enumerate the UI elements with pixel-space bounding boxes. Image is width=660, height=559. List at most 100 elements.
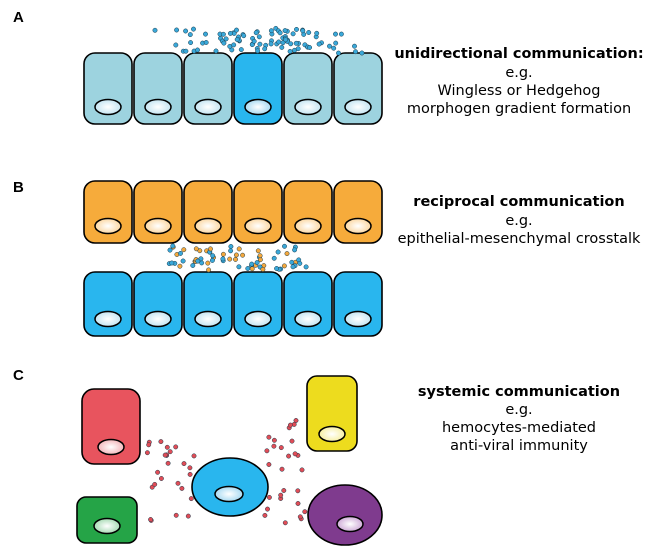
systemic-particle <box>266 494 272 500</box>
signal-particle <box>297 260 303 266</box>
caption-c-title: systemic communication <box>418 384 620 400</box>
morphogen-particle <box>174 27 180 33</box>
signal-particle <box>195 258 201 264</box>
morphogen-particle <box>359 50 365 56</box>
caption-a: unidirectional communication: e.g. Wingl… <box>394 46 643 117</box>
systemic-particle <box>173 512 179 518</box>
panel-c-red-cell <box>81 388 141 465</box>
systemic-particle <box>188 496 194 502</box>
morphogen-particle <box>333 40 339 46</box>
signal-particle <box>227 256 233 262</box>
systemic-particle <box>181 461 187 467</box>
panel-b-orange-cell-5 <box>283 180 333 244</box>
panel-b-tissues <box>83 180 383 337</box>
systemic-particle <box>297 514 303 520</box>
panel-b-blue-cell-3-nucleus <box>194 310 222 328</box>
systemic-particle <box>266 462 272 467</box>
morphogen-particle <box>262 46 268 52</box>
systemic-particle <box>165 460 171 466</box>
systemic-particle <box>295 488 301 494</box>
signal-particle <box>220 251 226 257</box>
signal-particle <box>260 266 266 272</box>
panel-c-systemic-particles <box>144 418 308 526</box>
caption-b-line-1: e.g. <box>505 213 532 229</box>
panel-b-blue-cell-5-nucleus <box>294 310 322 328</box>
panel-b-signal-particles <box>166 243 309 273</box>
systemic-particle <box>271 443 277 449</box>
morphogen-particle <box>314 30 320 36</box>
morphogen-particle <box>288 41 294 47</box>
morphogen-particle <box>279 44 285 50</box>
systemic-particle <box>266 434 272 440</box>
morphogen-particle <box>268 28 274 34</box>
signal-particle <box>303 264 309 270</box>
panel-c-purple-cell <box>307 484 383 546</box>
morphogen-particle <box>316 41 322 47</box>
morphogen-particle <box>331 45 337 51</box>
morphogen-particle <box>234 37 240 42</box>
morphogen-particle <box>227 30 233 36</box>
morphogen-particle <box>336 50 341 56</box>
morphogen-particle <box>183 28 189 34</box>
signal-particle <box>181 247 187 253</box>
morphogen-particle <box>287 48 293 54</box>
systemic-particle <box>302 509 308 515</box>
panel-a-cell-3-nucleus <box>194 98 222 116</box>
systemic-particle <box>173 444 179 450</box>
signal-particle <box>236 246 242 252</box>
panel-b-orange-cell-5-nucleus <box>294 217 322 235</box>
panel-c-green-cell <box>76 496 138 544</box>
signal-particle <box>233 252 239 258</box>
panel-c-purple-cell-nucleus <box>336 515 364 533</box>
signal-particle <box>275 249 281 255</box>
panel-a-cell-5-nucleus <box>294 98 322 116</box>
panel-a-cell-6 <box>333 52 383 125</box>
panel-c-purple-cell-body <box>307 484 383 546</box>
panel-a-cell-1 <box>83 52 133 125</box>
panel-b-blue-cell-3 <box>183 271 233 337</box>
systemic-particle <box>175 480 181 486</box>
signal-particle <box>236 264 242 270</box>
systemic-particle <box>152 481 158 487</box>
systemic-particle <box>162 452 168 458</box>
caption-c-line-1: e.g. <box>505 402 532 418</box>
morphogen-particle <box>256 34 262 40</box>
morphogen-particle <box>221 40 227 46</box>
panel-b-orange-cell-2-nucleus <box>144 217 172 235</box>
morphogen-particle <box>251 38 257 44</box>
signal-particle <box>178 250 183 256</box>
panel-c-red-cell-nucleus <box>97 438 125 456</box>
signal-particle <box>245 266 251 271</box>
signal-particle <box>210 253 216 259</box>
systemic-particle <box>187 465 193 471</box>
morphogen-particle <box>173 42 179 48</box>
systemic-particle <box>292 451 298 457</box>
morphogen-particle <box>257 41 263 47</box>
panel-c-red-cell-body <box>81 388 141 465</box>
morphogen-particle <box>238 47 244 53</box>
morphogen-particle <box>300 28 306 34</box>
panel-b-blue-cell-1-nucleus <box>94 310 122 328</box>
systemic-particle <box>286 453 292 459</box>
signal-particle <box>292 247 298 253</box>
signal-particle <box>249 266 255 272</box>
panel-c-cells <box>76 375 383 546</box>
signal-particle <box>290 264 296 270</box>
morphogen-particle <box>213 48 219 54</box>
signal-particle <box>228 248 234 254</box>
systemic-particle <box>167 449 173 455</box>
signal-particle <box>228 244 234 249</box>
signal-particle <box>281 263 287 269</box>
panel-b-blue-cell-4-nucleus <box>244 310 272 328</box>
panel-b-blue-cell-2 <box>133 271 183 337</box>
systemic-particle <box>146 442 152 448</box>
morphogen-particle <box>293 40 299 46</box>
caption-c-line-2: hemocytes-mediated <box>442 420 596 436</box>
morphogen-particle <box>223 36 229 42</box>
signal-particle <box>167 247 173 253</box>
panel-b-blue-cell-1 <box>83 271 133 337</box>
morphogen-particle <box>187 32 193 38</box>
panel-b-orange-cell-6-nucleus <box>344 217 372 235</box>
signal-particle <box>284 251 290 257</box>
morphogen-particle <box>188 40 194 46</box>
